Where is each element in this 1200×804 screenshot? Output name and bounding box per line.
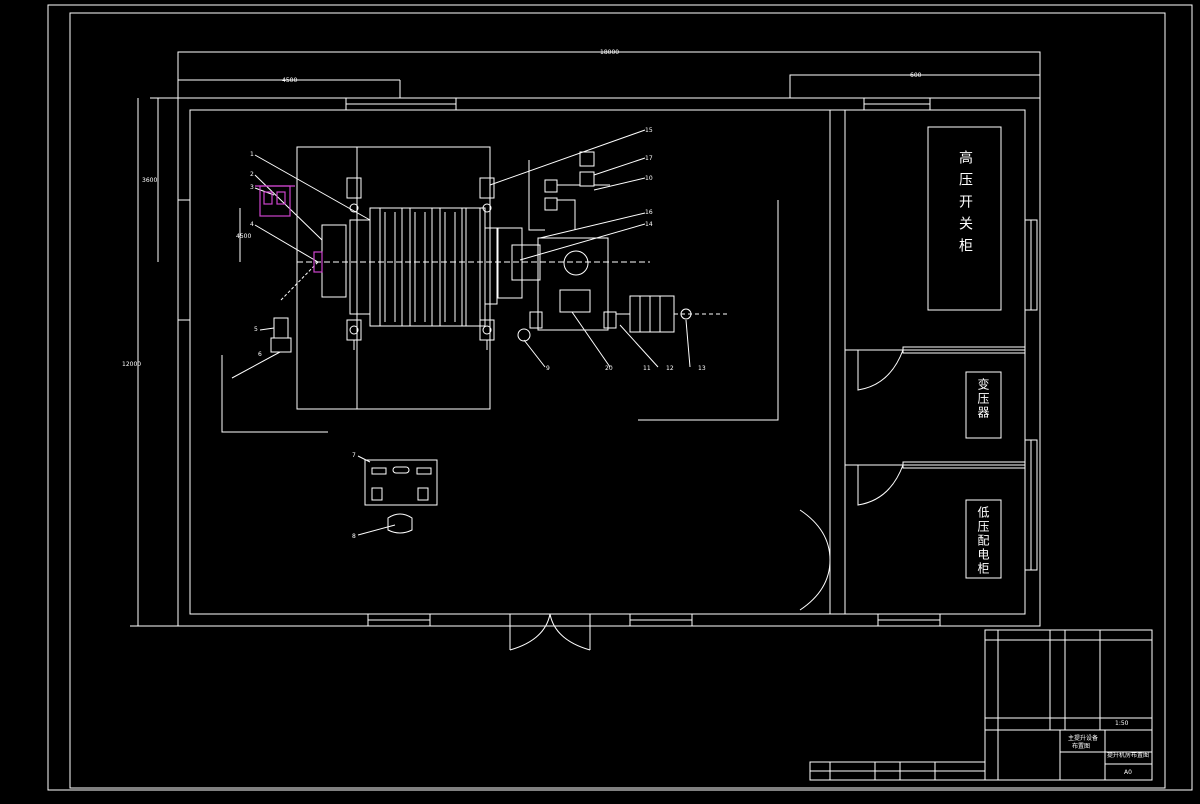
dim-right: 600 bbox=[910, 72, 922, 79]
callout-15: 15 bbox=[645, 127, 653, 134]
title-project: 主提升设备 bbox=[1068, 734, 1098, 742]
callout-5: 5 bbox=[254, 326, 258, 333]
callout-2: 2 bbox=[250, 171, 254, 178]
dimensions bbox=[130, 51, 1041, 627]
top-windows bbox=[345, 97, 931, 111]
hoist-frame bbox=[296, 146, 650, 410]
right-bearing bbox=[497, 227, 523, 299]
dim-left: 4500 bbox=[282, 77, 297, 84]
hydraulic-station bbox=[528, 151, 610, 231]
accent-cabinet bbox=[255, 185, 323, 273]
callout-6: 6 bbox=[258, 351, 262, 358]
low-voltage-box bbox=[965, 499, 1002, 579]
side-door bbox=[799, 509, 831, 611]
dim-vertical-left: 3600 bbox=[142, 177, 157, 184]
callout-10: 10 bbox=[645, 175, 653, 182]
callout-13: 13 bbox=[698, 365, 706, 372]
brakes bbox=[346, 177, 495, 350]
dim-vertical-inner: 4500 bbox=[236, 233, 251, 240]
callout-1: 1 bbox=[250, 151, 254, 158]
callout-11: 11 bbox=[643, 365, 651, 372]
title-block bbox=[809, 629, 1153, 781]
title-sheet-size: A0 bbox=[1124, 769, 1132, 776]
callout-20: 20 bbox=[605, 365, 613, 372]
transformer-box bbox=[965, 371, 1002, 439]
sheet-border bbox=[47, 4, 1193, 791]
partitions bbox=[845, 346, 1026, 506]
hoist-drum bbox=[349, 207, 498, 327]
title-subtitle: 布置图 bbox=[1072, 742, 1090, 750]
callout-9: 9 bbox=[546, 365, 550, 372]
right-windows bbox=[1024, 219, 1038, 571]
callout-14: 14 bbox=[645, 221, 653, 228]
high-voltage-box bbox=[927, 126, 1002, 311]
callout-8: 8 bbox=[352, 533, 356, 540]
main-door bbox=[509, 613, 591, 651]
callout-12: 12 bbox=[666, 365, 674, 372]
callout-4: 4 bbox=[250, 221, 254, 228]
bottom-windows bbox=[367, 613, 941, 627]
dimension-labels: 18000 4500 600 12000 3600 4500 bbox=[122, 49, 922, 368]
title-drawing-name: 提升机房布置图 bbox=[1107, 751, 1149, 759]
pit-walls bbox=[221, 200, 779, 433]
dim-overall: 18000 bbox=[600, 49, 619, 56]
pump bbox=[517, 328, 531, 342]
callout-3: 3 bbox=[250, 184, 254, 191]
coupling bbox=[511, 244, 541, 281]
high-voltage-label: 高压开关柜 bbox=[957, 150, 973, 260]
building-outline bbox=[177, 97, 1041, 627]
callout-16: 16 bbox=[645, 209, 653, 216]
leaders bbox=[231, 129, 691, 536]
title-block-text: 主提升设备 布置图 提升机房布置图 A0 1:50 bbox=[1068, 720, 1149, 776]
title-scale: 1:50 bbox=[1115, 720, 1129, 727]
callout-7: 7 bbox=[352, 452, 356, 459]
callout-labels: 1 2 3 4 5 6 7 8 9 10 11 12 13 14 15 16 1… bbox=[250, 127, 706, 540]
control-console bbox=[364, 459, 438, 534]
motor bbox=[616, 295, 730, 333]
low-voltage-label: 低压配电柜 bbox=[976, 506, 990, 576]
reducer bbox=[529, 237, 617, 331]
transformer-label: 变压器 bbox=[976, 378, 990, 420]
inner-border bbox=[69, 12, 1166, 789]
depth-indicator bbox=[270, 261, 319, 353]
dim-height: 12000 bbox=[122, 361, 141, 368]
callout-17: 17 bbox=[645, 155, 653, 162]
left-bearing bbox=[321, 224, 347, 298]
left-window bbox=[177, 199, 191, 321]
